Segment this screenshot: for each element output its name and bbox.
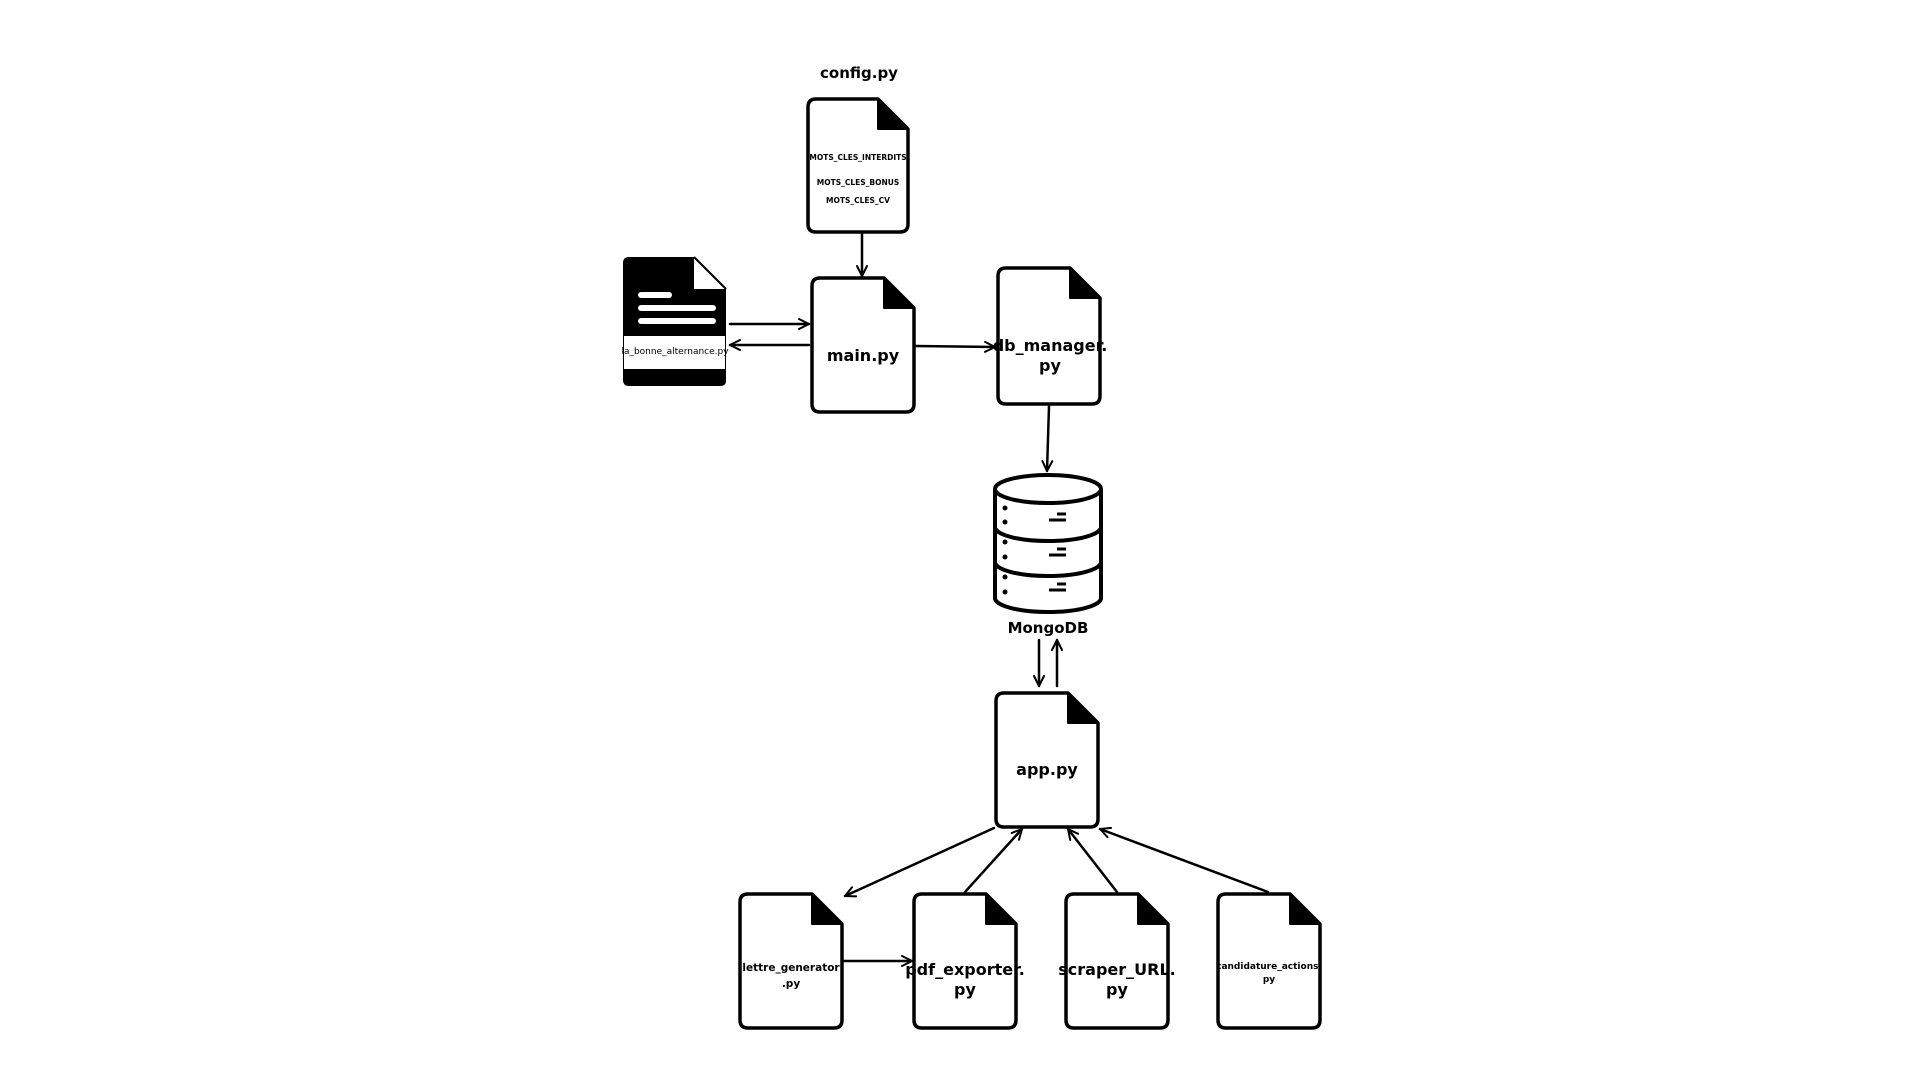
arrow-scraper-url-to-app	[1066, 827, 1119, 894]
arrow-candidature-actions-to-app	[1098, 826, 1270, 894]
candidature-actions-label-line2: py	[1263, 975, 1275, 985]
scraper-url-label-line1: scraper_URL.	[1058, 960, 1175, 979]
scraper-url-file-icon	[1064, 892, 1170, 1030]
arrow-main-to-db-manager	[914, 340, 997, 353]
db-manager-file-icon	[996, 266, 1102, 406]
la-bonne-alternance-document-icon	[623, 256, 727, 386]
arrow-pdf-exporter-to-app	[963, 827, 1024, 894]
arrow-app-to-lettre-generator	[843, 826, 996, 898]
db-manager-label-line1: db_manager.	[993, 336, 1108, 355]
config-file-icon	[806, 97, 910, 234]
candidature-actions-label-line1: candidature_actions.	[1216, 962, 1322, 972]
pdf-exporter-file-icon	[912, 892, 1018, 1030]
keyword-mots-cles-interdits: MOTS_CLES_INTERDITS	[809, 153, 906, 162]
main-file-icon	[810, 276, 916, 414]
mongodb-label: MongoDB	[1008, 619, 1089, 637]
arrow-db-manager-to-mongodb	[1041, 404, 1054, 473]
candidature-actions-file-icon	[1216, 892, 1322, 1030]
scraper-url-label-line2: py	[1106, 980, 1128, 999]
app-label: app.py	[1016, 760, 1078, 779]
lettre-generator-file-icon	[738, 892, 844, 1030]
keyword-mots-cles-cv: MOTS_CLES_CV	[826, 196, 890, 205]
mongodb-database-icon	[993, 473, 1103, 614]
config-title: config.py	[820, 64, 898, 82]
db-manager-label-line2: py	[1039, 356, 1061, 375]
pdf-exporter-label-line2: py	[954, 980, 976, 999]
pdf-exporter-label-line1: pdf_exporter.	[905, 960, 1025, 979]
app-file-icon	[994, 691, 1100, 829]
lettre-generator-label-line2: .py	[782, 978, 801, 990]
lettre-generator-label-line1: lettre_generator	[742, 962, 840, 974]
keyword-mots-cles-bonus: MOTS_CLES_BONUS	[817, 178, 900, 187]
main-label: main.py	[827, 346, 900, 365]
la-bonne-alternance-label: la_bonne_alternance.py	[621, 347, 729, 357]
